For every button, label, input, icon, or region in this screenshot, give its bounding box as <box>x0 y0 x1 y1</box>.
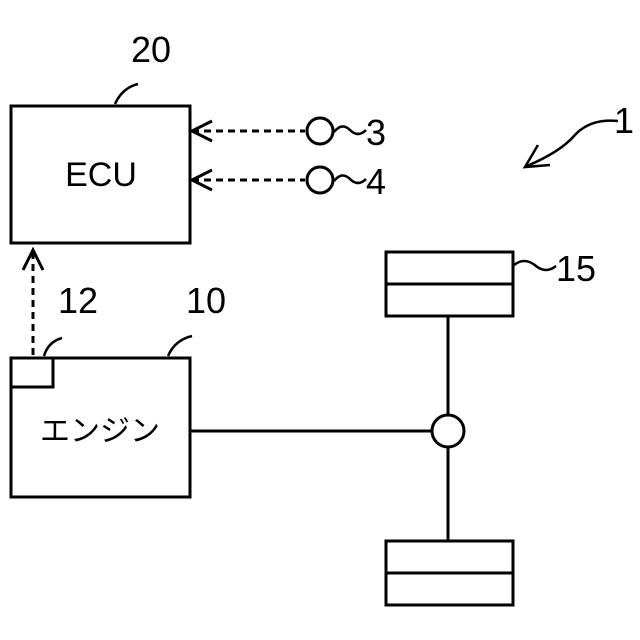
engine-reference: 10 <box>186 280 226 321</box>
sensor-3-leader-line <box>334 126 366 134</box>
sensor-4-leader-line <box>334 175 366 183</box>
differential-circle <box>432 415 464 447</box>
ecu-leader-line <box>115 84 138 104</box>
engine-label: エンジン <box>40 414 160 449</box>
sensor-4-circle <box>307 167 333 193</box>
sensor-3-reference: 3 <box>366 112 386 153</box>
engine-sensor-leader-line <box>44 338 62 356</box>
system-reference-arrow <box>527 121 618 166</box>
engine-sensor-reference: 12 <box>58 280 98 321</box>
ecu-reference: 20 <box>131 29 171 70</box>
wheel-reference: 15 <box>556 248 596 289</box>
sensor-4-reference: 4 <box>366 161 386 202</box>
wheel-leader-line <box>513 261 556 270</box>
system-reference: 1 <box>614 100 634 141</box>
ecu-label: ECU <box>65 156 137 194</box>
sensor-3-circle <box>307 118 333 144</box>
engine-sensor-box <box>11 358 53 387</box>
engine-leader-line <box>168 336 192 356</box>
